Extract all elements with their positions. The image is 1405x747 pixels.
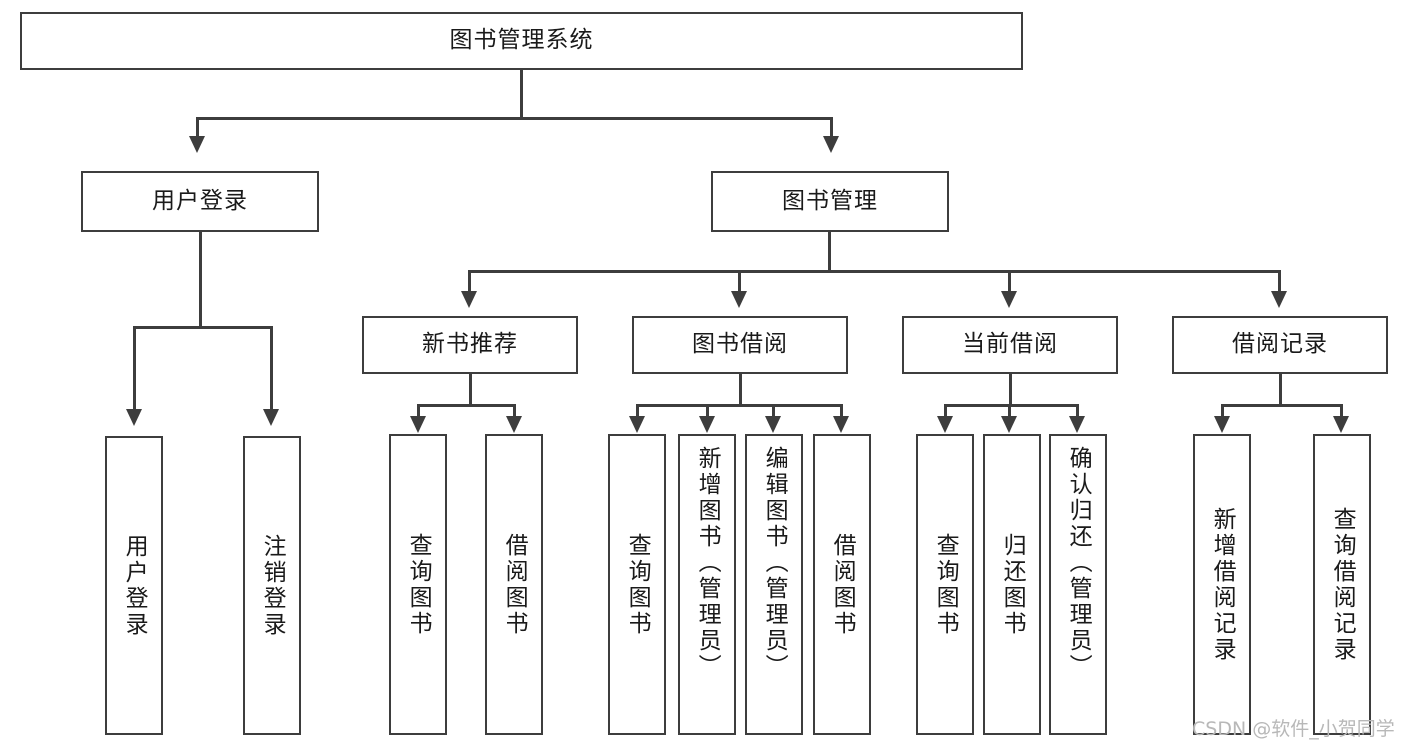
connector-recommend-drop-1	[417, 404, 420, 418]
connector-borrow-drop-4	[840, 404, 843, 418]
connector-user-login-stem	[199, 232, 202, 328]
connector-record-stem	[1279, 374, 1282, 406]
leaf-label: 查询借阅记录	[1329, 506, 1356, 663]
leaf-label: 借阅图书	[829, 532, 856, 637]
leaf-recommend-query-book[interactable]: 查询图书	[389, 434, 447, 735]
arrowhead-current-1	[937, 416, 953, 433]
connector-current-stem	[1009, 374, 1012, 406]
leaf-label: 查询图书	[932, 532, 959, 637]
leaf-user-logout[interactable]: 注销登录	[243, 436, 301, 735]
node-user-login[interactable]: 用户登录	[81, 171, 319, 232]
arrowhead-current-3	[1069, 416, 1085, 433]
node-label: 新书推荐	[422, 331, 518, 358]
connector-level2-drop-1	[196, 117, 199, 139]
connector-record-drop-2	[1340, 404, 1343, 418]
node-current-borrow[interactable]: 当前借阅	[902, 316, 1118, 374]
connector-recommend-bus	[417, 404, 516, 407]
leaf-label: 新增图书（管理员）	[694, 446, 721, 680]
leaf-borrow-edit-book-admin[interactable]: 编辑图书（管理员）	[745, 434, 803, 735]
connector-borrow-drop-1	[636, 404, 639, 418]
connector-root-stem	[520, 70, 523, 118]
arrowhead-recommend-1	[410, 416, 426, 433]
leaf-recommend-borrow-book[interactable]: 借阅图书	[485, 434, 543, 735]
leaf-borrow-borrow-book[interactable]: 借阅图书	[813, 434, 871, 735]
connector-borrow-drop-2	[706, 404, 709, 418]
leaf-label: 注销登录	[259, 533, 286, 638]
arrowhead-borrow-4	[833, 416, 849, 433]
connector-level3-drop-3	[1008, 270, 1011, 293]
node-label: 图书借阅	[692, 331, 788, 358]
leaf-label: 查询图书	[405, 532, 432, 637]
leaf-record-query-record[interactable]: 查询借阅记录	[1313, 434, 1371, 735]
connector-level2-drop-2	[830, 117, 833, 139]
leaf-label: 查询图书	[624, 532, 651, 637]
leaf-label: 确认归还（管理员）	[1065, 446, 1092, 680]
leaf-label: 归还图书	[999, 532, 1026, 637]
arrowhead-level3-1	[461, 291, 477, 308]
connector-current-drop-2	[1008, 404, 1011, 418]
connector-level3-bus	[468, 270, 1280, 273]
connector-level2-bus	[196, 117, 833, 120]
connector-level3-drop-4	[1278, 270, 1281, 293]
connector-borrow-stem	[739, 374, 742, 406]
connector-user-login-drop-2	[270, 326, 273, 411]
leaf-current-return-book[interactable]: 归还图书	[983, 434, 1041, 735]
leaf-record-add-record[interactable]: 新增借阅记录	[1193, 434, 1251, 735]
arrowhead-recommend-2	[506, 416, 522, 433]
connector-level3-drop-2	[738, 270, 741, 293]
arrowhead-level2-1	[189, 136, 205, 153]
connector-borrow-bus	[636, 404, 841, 407]
arrowhead-borrow-3	[765, 416, 781, 433]
arrowhead-user-login-1	[126, 409, 142, 426]
arrowhead-borrow-2	[699, 416, 715, 433]
connector-level3-drop-1	[468, 270, 471, 293]
arrowhead-borrow-1	[629, 416, 645, 433]
node-borrow-record[interactable]: 借阅记录	[1172, 316, 1388, 374]
arrowhead-user-login-2	[263, 409, 279, 426]
connector-current-drop-3	[1076, 404, 1079, 418]
leaf-label: 用户登录	[121, 533, 148, 638]
connector-record-bus	[1221, 404, 1342, 407]
node-book-borrow[interactable]: 图书借阅	[632, 316, 848, 374]
connector-borrow-drop-3	[772, 404, 775, 418]
leaf-borrow-query-book[interactable]: 查询图书	[608, 434, 666, 735]
node-label: 用户登录	[152, 187, 248, 214]
leaf-label: 新增借阅记录	[1209, 506, 1236, 663]
node-label: 图书管理	[782, 187, 878, 214]
connector-record-drop-1	[1221, 404, 1224, 418]
connector-recommend-stem	[469, 374, 472, 406]
leaf-current-confirm-return-admin[interactable]: 确认归还（管理员）	[1049, 434, 1107, 735]
node-label: 当前借阅	[962, 331, 1058, 358]
node-root-library-system[interactable]: 图书管理系统	[20, 12, 1023, 70]
arrowhead-record-1	[1214, 416, 1230, 433]
leaf-user-login[interactable]: 用户登录	[105, 436, 163, 735]
node-new-book-recommend[interactable]: 新书推荐	[362, 316, 578, 374]
arrowhead-level2-2	[823, 136, 839, 153]
arrowhead-level3-4	[1271, 291, 1287, 308]
csdn-watermark: CSDN @软件_小贺同学	[1192, 718, 1395, 740]
leaf-label: 编辑图书（管理员）	[761, 446, 788, 680]
connector-recommend-drop-2	[513, 404, 516, 418]
node-label: 借阅记录	[1232, 331, 1328, 358]
connector-user-login-drop-1	[133, 326, 136, 411]
arrowhead-current-2	[1001, 416, 1017, 433]
node-label: 图书管理系统	[449, 27, 594, 54]
connector-book-mgmt-stem	[828, 232, 831, 272]
connector-user-login-bus	[133, 326, 272, 329]
leaf-borrow-add-book-admin[interactable]: 新增图书（管理员）	[678, 434, 736, 735]
connector-current-drop-1	[944, 404, 947, 418]
arrowhead-record-2	[1333, 416, 1349, 433]
leaf-label: 借阅图书	[501, 532, 528, 637]
arrowhead-level3-3	[1001, 291, 1017, 308]
arrowhead-level3-2	[731, 291, 747, 308]
leaf-current-query-book[interactable]: 查询图书	[916, 434, 974, 735]
node-book-management[interactable]: 图书管理	[711, 171, 949, 232]
